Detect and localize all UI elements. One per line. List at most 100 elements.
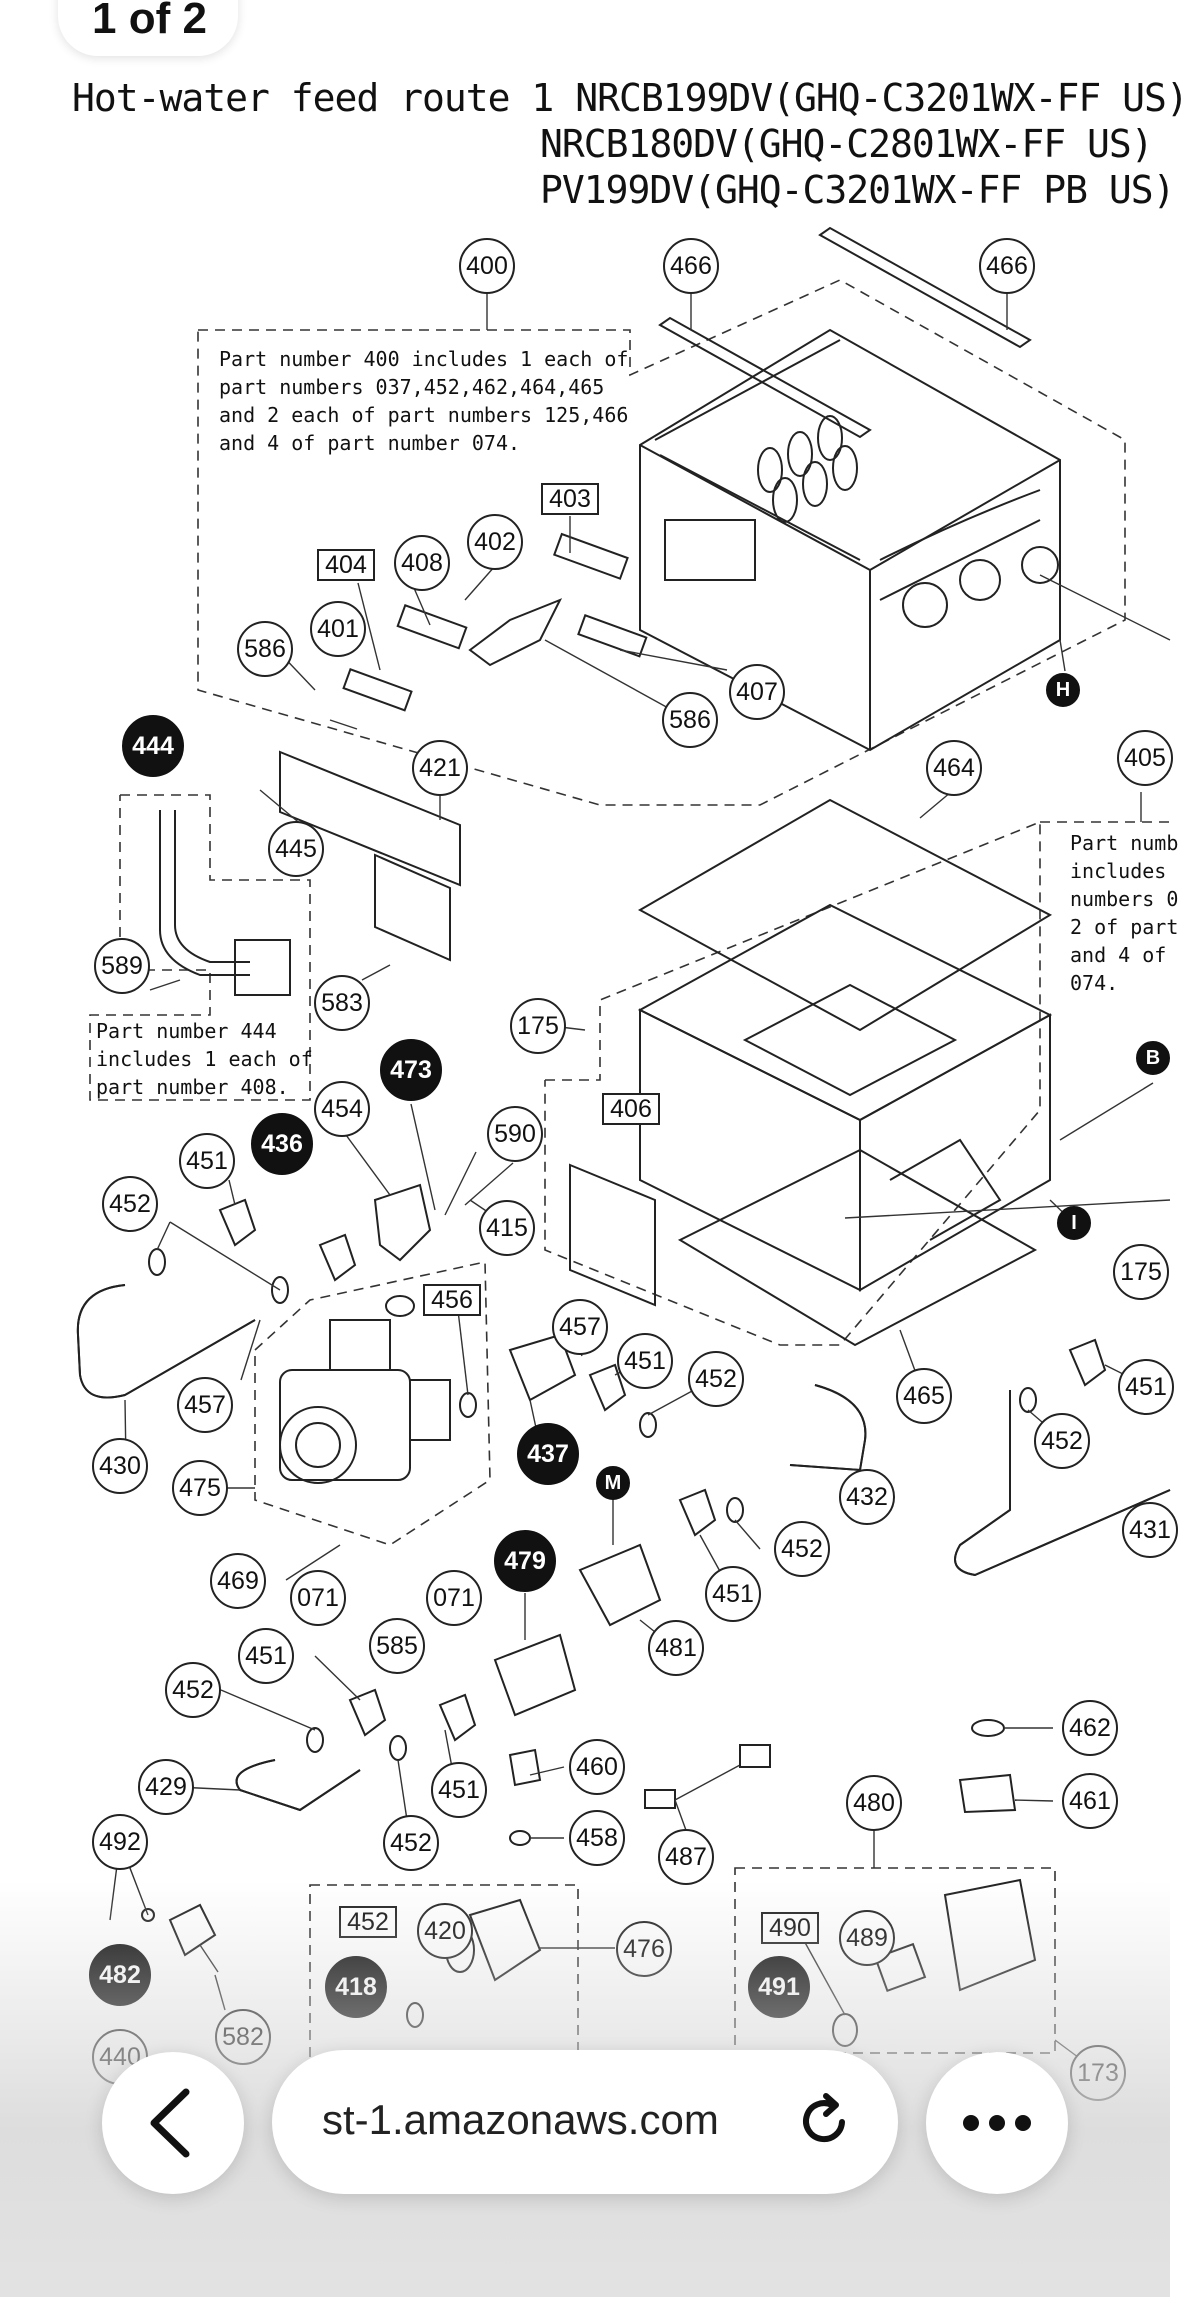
svg-text:451: 451: [186, 1147, 228, 1175]
pipe-431-inner: [954, 1390, 1171, 1577]
connector-487: [644, 1789, 676, 1809]
callout-404: 404: [317, 549, 375, 581]
callout-457-a: 457: [552, 1299, 608, 1355]
svg-text:430: 430: [99, 1452, 141, 1480]
callout-451-f: 451: [431, 1762, 487, 1818]
note-part-444: Part number 444 includes 1 each of part …: [96, 1019, 313, 1099]
leader-lines: [109, 293, 1171, 2073]
svg-text:451: 451: [712, 1580, 754, 1608]
callout-432: 432: [839, 1469, 895, 1525]
callout-451-d: 451: [705, 1566, 761, 1622]
group-444-outline: [89, 794, 311, 1101]
callout-452-e: 452: [165, 1662, 221, 1718]
svg-text:432: 432: [846, 1483, 888, 1511]
callout-457-b: 457: [177, 1377, 233, 1433]
svg-text:401: 401: [317, 615, 359, 643]
callout-452-f: 452: [383, 1815, 439, 1871]
page-indicator: 1 of 2: [58, 0, 238, 56]
burner-plate-parts: [342, 532, 648, 712]
svg-text:457: 457: [184, 1391, 226, 1419]
address-bar-url: st-1.amazonaws.com: [322, 2096, 719, 2143]
note-400-line1: Part number 400 includes 1 each of: [219, 347, 628, 371]
svg-text:586: 586: [669, 706, 711, 734]
callout-437: 437: [517, 1423, 579, 1485]
reload-icon[interactable]: [792, 2088, 856, 2152]
svg-text:451: 451: [245, 1642, 287, 1670]
svg-text:071: 071: [433, 1584, 475, 1612]
callout-431: 431: [1122, 1502, 1178, 1558]
note-400-line2: part numbers 037,452,462,464,465: [219, 375, 604, 399]
callout-071-a: 071: [290, 1570, 346, 1626]
callout-071-b: 071: [426, 1570, 482, 1626]
gasket-466-b: [818, 226, 1032, 349]
callout-475: 475: [172, 1460, 228, 1516]
callout-585: 585: [369, 1618, 425, 1674]
callout-436: 436: [251, 1113, 313, 1175]
gasket-465: [677, 1148, 1038, 1347]
svg-text:451: 451: [438, 1776, 480, 1804]
svg-text:452: 452: [1041, 1427, 1083, 1455]
note-405-line6: 074.: [1070, 971, 1118, 995]
svg-text:402: 402: [474, 528, 516, 556]
callout-452-a: 452: [102, 1176, 158, 1232]
svg-text:421: 421: [419, 754, 461, 782]
svg-text:445: 445: [275, 835, 317, 863]
pipe-430: [76, 1284, 256, 1399]
svg-text:461: 461: [1069, 1787, 1111, 1815]
svg-text:452: 452: [109, 1190, 151, 1218]
svg-text:469: 469: [217, 1567, 259, 1595]
svg-text:175: 175: [1120, 1258, 1162, 1286]
callout-407: 407: [729, 664, 785, 720]
svg-text:437: 437: [527, 1440, 569, 1468]
callout-451-a: 451: [179, 1133, 235, 1189]
svg-text:400: 400: [466, 252, 508, 280]
valve-436: [373, 1183, 432, 1262]
more-options-button[interactable]: [926, 2052, 1068, 2194]
callout-405: 405: [1117, 730, 1173, 786]
svg-text:458: 458: [576, 1824, 618, 1852]
svg-text:451: 451: [1125, 1373, 1167, 1401]
pipe-432-inner: [789, 1384, 867, 1472]
callout-469: 469: [210, 1553, 266, 1609]
callout-408: 408: [394, 535, 450, 591]
callout-400: 400: [459, 238, 515, 294]
diagram-title-line3: PV199DV(GHQ-C3201WX-FF PB US): [540, 168, 1175, 212]
svg-text:456: 456: [431, 1286, 473, 1314]
svg-text:473: 473: [390, 1056, 432, 1084]
svg-text:466: 466: [986, 252, 1028, 280]
svg-text:403: 403: [549, 485, 591, 513]
pipe-429-inner: [235, 1759, 361, 1812]
note-400-line4: and 4 of part number 074.: [219, 431, 520, 455]
callout-583: 583: [314, 975, 370, 1031]
connector-487b: [739, 1744, 771, 1768]
diagram-title-line2: NRCB180DV(GHQ-C2801WX-FF US): [540, 122, 1154, 166]
callout-492: 492: [92, 1814, 148, 1870]
svg-text:466: 466: [670, 252, 712, 280]
callout-465: 465: [896, 1368, 952, 1424]
marker-B: B: [1136, 1041, 1170, 1075]
back-button[interactable]: [102, 2052, 244, 2194]
chevron-left-icon: [150, 2088, 190, 2158]
callout-452-c: 452: [1034, 1413, 1090, 1469]
gasket-464: [637, 798, 1053, 1032]
svg-text:586: 586: [244, 635, 286, 663]
note-405-line3: numbers 0: [1070, 887, 1178, 911]
callout-456: 456: [423, 1284, 481, 1316]
callout-454: 454: [314, 1081, 370, 1137]
callout-461: 461: [1062, 1773, 1118, 1829]
callout-451-e: 451: [238, 1628, 294, 1684]
svg-text:454: 454: [321, 1095, 363, 1123]
svg-text:415: 415: [486, 1214, 528, 1242]
callout-479: 479: [494, 1530, 556, 1592]
callout-460: 460: [569, 1739, 625, 1795]
marker-M: M: [596, 1466, 630, 1500]
gasket-466-a: [658, 316, 872, 439]
svg-text:589: 589: [101, 952, 143, 980]
svg-text:452: 452: [781, 1535, 823, 1563]
svg-text:480: 480: [853, 1789, 895, 1817]
callout-462: 462: [1062, 1700, 1118, 1756]
address-bar[interactable]: st-1.amazonaws.com: [272, 2050, 898, 2194]
svg-text:475: 475: [179, 1474, 221, 1502]
combustion-chamber: [637, 903, 1053, 1292]
